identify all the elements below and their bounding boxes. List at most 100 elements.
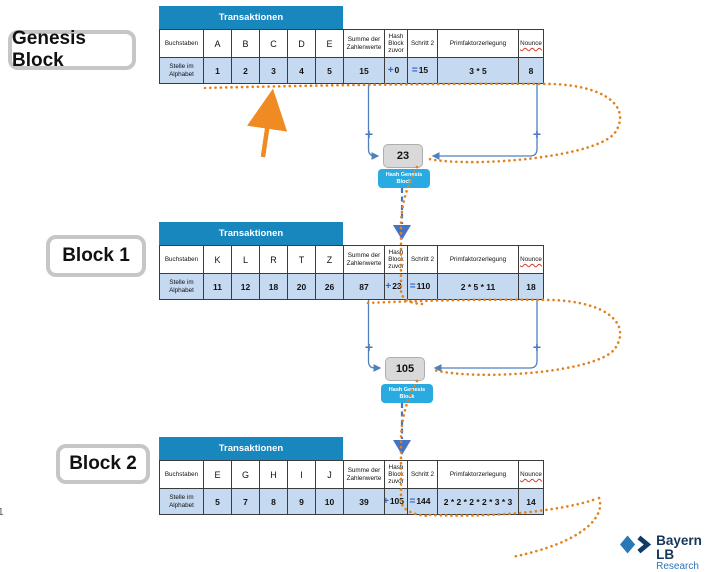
logo-division-text: Research: [656, 561, 699, 572]
block-1-label: Block 1: [46, 235, 146, 277]
col-header-schritt2: Schritt 2: [407, 460, 438, 489]
plus-sign: +: [532, 339, 542, 355]
block-1-hash-caption: Hash Genesis Block: [381, 384, 433, 403]
letter-cell: D: [287, 29, 316, 58]
value-cell: 2: [231, 57, 260, 84]
genesis-block-label-text: Genesis Block: [12, 28, 86, 71]
col-header-primfaktor: Primfaktorzerlegung: [437, 245, 519, 274]
letter-cell: J: [315, 460, 344, 489]
col-header-primfaktor: Primfaktorzerlegung: [437, 460, 519, 489]
primfaktor-cell: 2 * 5 * 11: [437, 273, 519, 300]
letter-cell: R: [259, 245, 288, 274]
letter-cell: L: [231, 245, 260, 274]
transaktionen-header: Transaktionen: [159, 222, 343, 245]
letter-cell: A: [203, 29, 232, 58]
genesis-pointer-arrow: [247, 88, 288, 158]
block-2-value-row: Stelle im Alphabet 5 7 8 9 10 39 +105 =1…: [159, 488, 544, 515]
value-cell: 5: [315, 57, 344, 84]
col-header-summe: Summe der Zahlenwerte: [343, 460, 385, 489]
genesis-hash-caption: Hash Genesis Block: [378, 169, 430, 188]
block-1-nounce-connector: [433, 300, 538, 372]
letter-cell: H: [259, 460, 288, 489]
value-cell: 5: [203, 488, 232, 515]
transaktionen-header: Transaktionen: [159, 437, 343, 460]
equals-operator: =: [409, 496, 416, 507]
plus-sign: +: [364, 339, 374, 355]
genesis-block-label: Genesis Block: [8, 28, 136, 71]
primfaktor-cell: 2 * 2 * 2 * 2 * 3 * 3: [437, 488, 519, 515]
block-2-table-grid: Buchstaben E G H I J Summe der Zahlenwer…: [159, 460, 544, 515]
schritt2-cell: =144: [407, 488, 438, 515]
letter-cell: E: [203, 460, 232, 489]
genesis-hash-badge: 23: [383, 144, 423, 168]
nounce-cell: 18: [518, 273, 544, 300]
value-cell: 11: [203, 273, 232, 300]
col-header-nounce: Nounce: [518, 460, 544, 489]
col-header-buchstaben: Buchstaben: [159, 29, 204, 58]
equals-operator: =: [411, 65, 418, 76]
plus-sign: +: [364, 126, 374, 142]
value-cell: 4: [287, 57, 316, 84]
value-cell: 18: [259, 273, 288, 300]
col-header-summe: Summe der Zahlenwerte: [343, 29, 385, 58]
schritt2-cell: =15: [407, 57, 438, 84]
letter-cell: K: [203, 245, 232, 274]
schritt2-cell: =110: [407, 273, 438, 300]
nounce-cell: 14: [518, 488, 544, 515]
genesis-table-grid: Buchstaben A B C D E Summe der Zahlenwer…: [159, 29, 544, 84]
row-header-stelle: Stelle im Alphabet: [159, 57, 204, 84]
col-header-primfaktor: Primfaktorzerlegung: [437, 29, 519, 58]
block-1-header-row: Buchstaben K L R T Z Summe der Zahlenwer…: [159, 245, 544, 274]
equals-operator: =: [409, 281, 416, 292]
nounce-cell: 8: [518, 57, 544, 84]
col-header-schritt2: Schritt 2: [407, 245, 438, 274]
genesis-nounce-connector: [431, 84, 538, 160]
value-cell: 12: [231, 273, 260, 300]
col-header-hash: Hash Block zuvor: [384, 460, 408, 489]
value-cell: 3: [259, 57, 288, 84]
plus-operator: +: [386, 496, 389, 507]
letter-cell: Z: [315, 245, 344, 274]
value-cell: 10: [315, 488, 344, 515]
col-header-summe: Summe der Zahlenwerte: [343, 245, 385, 274]
value-cell: 9: [287, 488, 316, 515]
block-1-value-row: Stelle im Alphabet 11 12 18 20 26 87 +23…: [159, 273, 544, 300]
bayernlb-logo-icon: [620, 535, 652, 554]
block-1-label-text: Block 1: [62, 245, 130, 266]
col-header-schritt2: Schritt 2: [407, 29, 438, 58]
value-cell: 7: [231, 488, 260, 515]
block-1-table-grid: Buchstaben K L R T Z Summe der Zahlenwer…: [159, 245, 544, 300]
letter-cell: G: [231, 460, 260, 489]
block-2-label: Block 2: [56, 444, 150, 484]
col-header-buchstaben: Buchstaben: [159, 245, 204, 274]
genesis-header-row: Buchstaben A B C D E Summe der Zahlenwer…: [159, 29, 544, 58]
letter-cell: B: [231, 29, 260, 58]
letter-cell: E: [315, 29, 344, 58]
block-1-table: Transaktionen Buchstaben K L R T Z Summe…: [159, 222, 544, 300]
block-2-table: Transaktionen Buchstaben E G H I J Summe…: [159, 437, 544, 515]
hash-zuvor-cell: +23: [384, 273, 408, 300]
letter-cell: T: [287, 245, 316, 274]
value-cell: 8: [259, 488, 288, 515]
col-header-nounce: Nounce: [518, 29, 544, 58]
col-header-nounce: Nounce: [518, 245, 544, 274]
value-cell: 1: [203, 57, 232, 84]
letter-cell: C: [259, 29, 288, 58]
page-number: 1: [0, 507, 4, 518]
bayernlb-logo: Bayern LB Research: [620, 534, 720, 572]
genesis-block-table: Transaktionen Buchstaben A B C D E Summe…: [159, 6, 544, 84]
genesis-value-row: Stelle im Alphabet 1 2 3 4 5 15 +0 =15 3…: [159, 57, 544, 84]
block-2-label-text: Block 2: [69, 453, 137, 474]
primfaktor-cell: 3 * 5: [437, 57, 519, 84]
logo-brand-text: Bayern LB: [656, 533, 702, 562]
plus-operator: +: [385, 281, 392, 292]
plus-sign: +: [532, 126, 542, 142]
value-cell: 20: [287, 273, 316, 300]
plus-operator: +: [387, 65, 394, 76]
value-cell: 26: [315, 273, 344, 300]
col-header-hash: Hash Block zuvor: [384, 245, 408, 274]
genesis-summe-connector: [367, 84, 380, 160]
summe-cell: 15: [343, 57, 385, 84]
chevron-right-icon: [637, 535, 652, 554]
block-2-header-row: Buchstaben E G H I J Summe der Zahlenwer…: [159, 460, 544, 489]
